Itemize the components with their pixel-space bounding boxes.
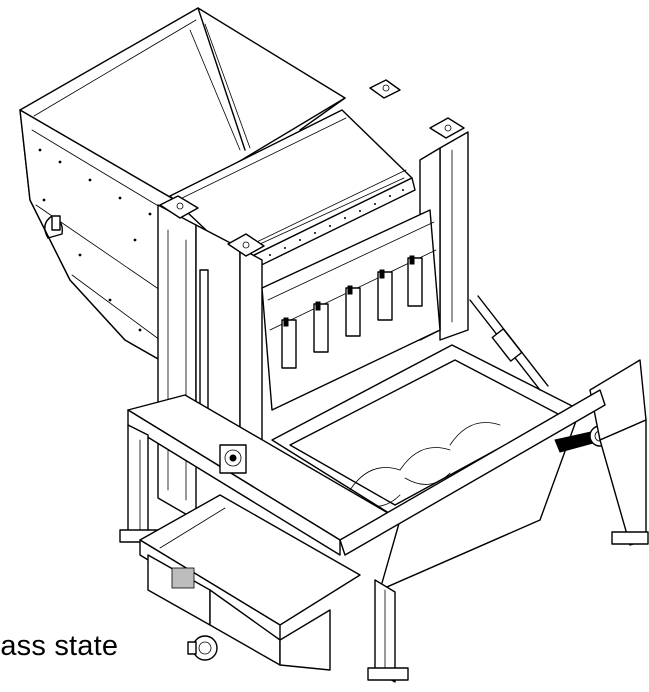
- cutter-blade: [281, 317, 297, 369]
- cutter-blade: [377, 269, 393, 321]
- base-stand: [119, 295, 649, 683]
- discharge-chute: [139, 494, 361, 671]
- cutter-chamber: [261, 209, 441, 411]
- state-caption: pass state: [0, 630, 119, 662]
- cutter-blade: [407, 255, 423, 307]
- hopper-lid: [169, 109, 416, 275]
- cutter-blade: [345, 285, 361, 337]
- cutter-blade: [313, 301, 329, 353]
- drive-motor: [187, 635, 218, 661]
- bearing-block: [219, 444, 247, 474]
